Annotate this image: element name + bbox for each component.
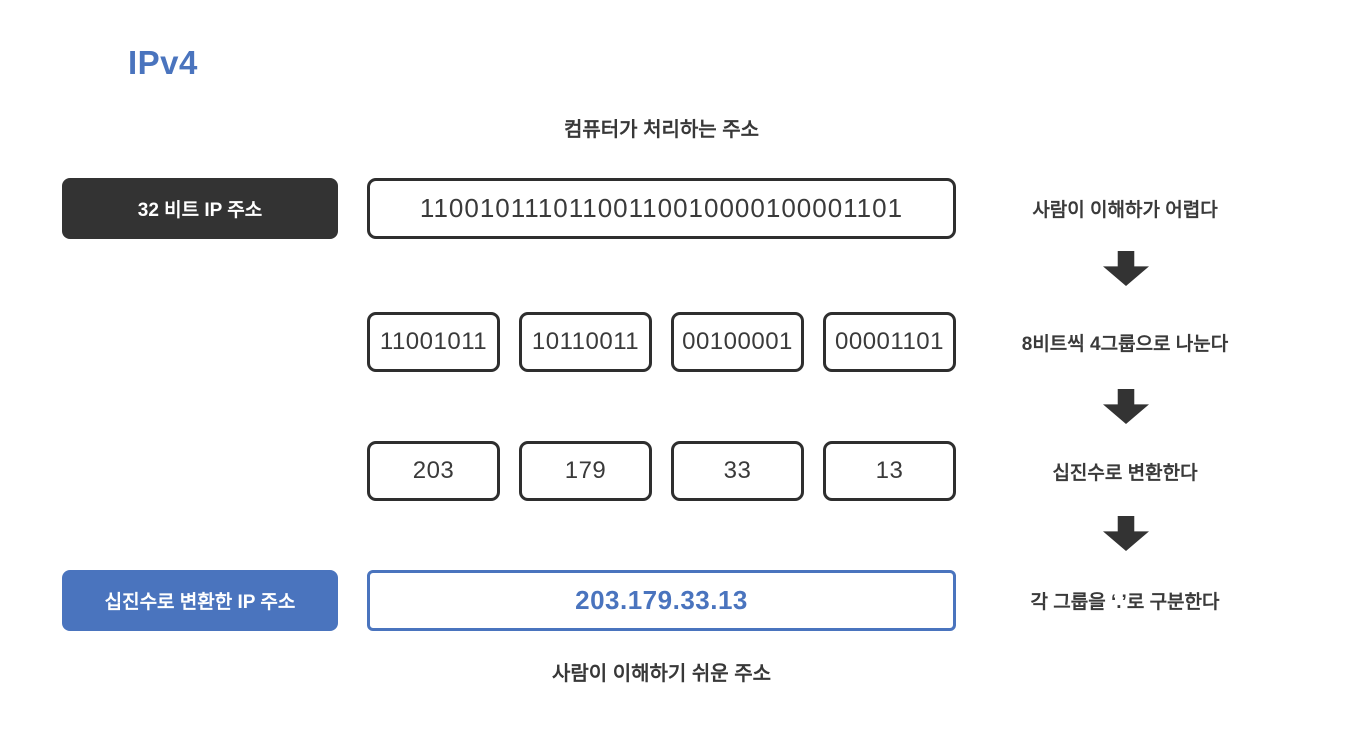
top-caption: 컴퓨터가 처리하는 주소 [563, 119, 760, 141]
binary-group-value: 00001101 [835, 328, 944, 355]
dotted-ip-value-box: 203.179.33.13 [367, 570, 956, 631]
decimal-group-value: 179 [564, 457, 607, 484]
binary-group-box: 11001011 [367, 312, 500, 372]
binary-groups-row: 11001011 10110011 00100001 00001101 [367, 312, 956, 372]
binary32-value: 11001011101100110010000100001101 [419, 193, 904, 223]
binary-group-box: 00100001 [671, 312, 804, 372]
binary32-label: 32 비트 IP 주소 [62, 178, 338, 239]
dotted-ip-label: 십진수로 변환한 IP 주소 [62, 570, 338, 631]
down-arrow-icon [1103, 251, 1149, 286]
binary-group-box: 10110011 [519, 312, 652, 372]
down-arrow-icon [1103, 516, 1149, 551]
decimal-group-box: 179 [519, 441, 652, 501]
bottom-caption: 사람이 이해하기 쉬운 주소 [551, 663, 772, 685]
down-arrow-icon [1103, 389, 1149, 424]
dotted-ip-value: 203.179.33.13 [575, 585, 748, 615]
decimal-group-value: 33 [723, 457, 752, 484]
binary32-value-box: 11001011101100110010000100001101 [367, 178, 956, 239]
decimal-group-box: 33 [671, 441, 804, 501]
binary-group-value: 11001011 [379, 328, 488, 355]
note-convert-decimal: 십진수로 변환한다 [1052, 463, 1198, 484]
note-hard-for-humans: 사람이 이해하가 어렵다 [1032, 200, 1218, 221]
decimal-group-value: 203 [412, 457, 455, 484]
decimal-group-box: 203 [367, 441, 500, 501]
binary-group-value: 00100001 [682, 328, 793, 355]
decimal-group-box: 13 [823, 441, 956, 501]
decimal-group-value: 13 [875, 457, 904, 484]
page-title: IPv4 [128, 44, 198, 81]
note-separate-dots: 각 그룹을 ‘.’로 구분한다 [1030, 592, 1220, 613]
decimal-groups-row: 203 179 33 13 [367, 441, 956, 501]
binary-group-box: 00001101 [823, 312, 956, 372]
binary-group-value: 10110011 [531, 328, 640, 355]
note-split-groups: 8비트씩 4그룹으로 나눈다 [1021, 334, 1229, 355]
